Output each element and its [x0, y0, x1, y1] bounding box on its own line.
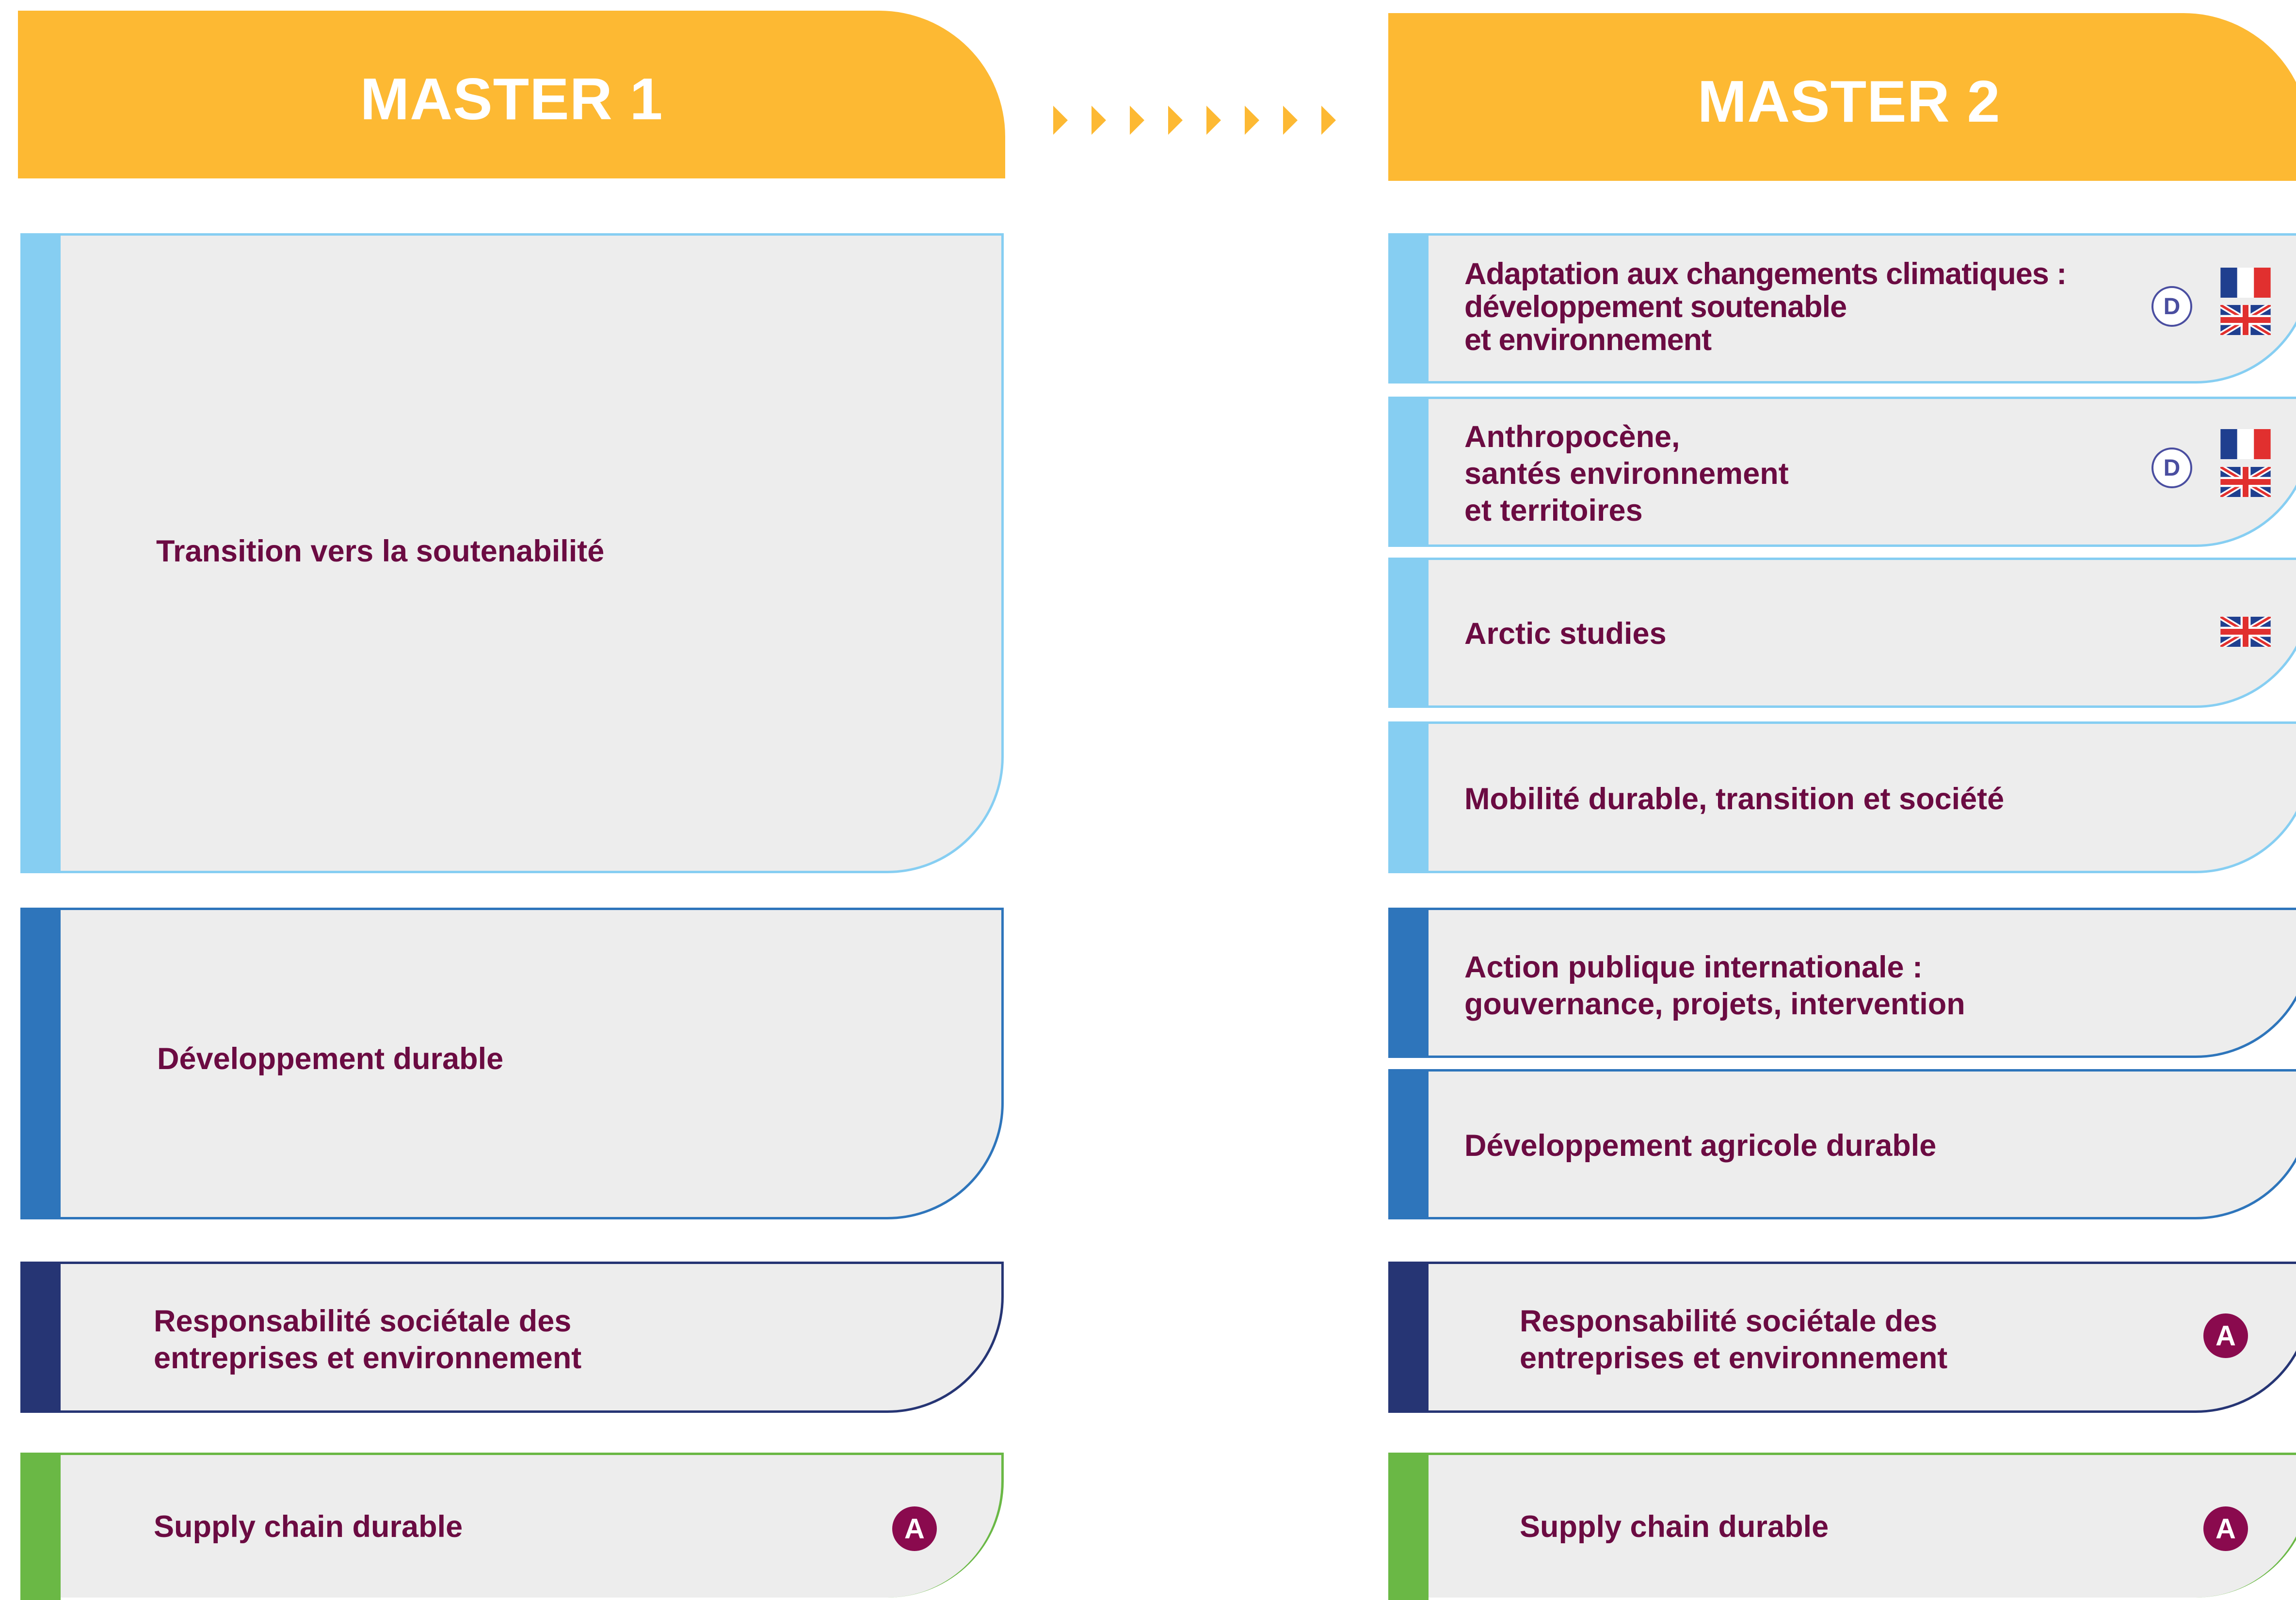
program-label: Adaptation aux changements climatiques :…	[1464, 257, 2067, 357]
master-2-card-arctic: Arctic studies	[1388, 558, 2296, 708]
chevron-right-icon	[1206, 106, 1221, 135]
badge-a: A	[2203, 1313, 2248, 1358]
chevron-right-icon	[1168, 106, 1183, 135]
uk-flag-icon	[2220, 305, 2271, 335]
category-stripe	[1388, 233, 1429, 384]
master-2-card-mobilite: Mobilité durable, transition et société	[1388, 721, 2296, 873]
category-stripe	[20, 1262, 61, 1413]
master-1-card-rse: Responsabilité sociétale des entreprises…	[20, 1262, 1004, 1413]
program-label: Action publique internationale : gouvern…	[1464, 950, 1965, 1021]
master-2-card-supply-chain: Supply chain durable A	[1388, 1453, 2296, 1600]
program-label: Développement agricole durable	[1464, 1129, 1937, 1163]
uk-flag-icon	[2220, 467, 2271, 497]
master-1-card-developpement: Développement durable	[20, 908, 1004, 1219]
badge-a: A	[892, 1506, 937, 1551]
chevron-right-icon	[1092, 106, 1106, 135]
master-2-card-agricole: Développement agricole durable	[1388, 1069, 2296, 1219]
category-stripe	[20, 908, 61, 1219]
category-stripe	[1388, 1453, 1429, 1600]
badge-d: D	[2151, 448, 2192, 488]
chevron-right-icon	[1245, 106, 1259, 135]
master-1-header: MASTER 1	[18, 11, 1005, 178]
program-label: Anthropocène, santés environnement et te…	[1464, 420, 1789, 528]
master-2-title: MASTER 2	[1697, 68, 2001, 134]
program-label: Mobilité durable, transition et société	[1464, 782, 2005, 816]
program-label: Transition vers la soutenabilité	[156, 534, 605, 568]
chevron-right-icon	[1053, 106, 1068, 135]
category-stripe	[1388, 908, 1429, 1058]
chevron-right-icon	[1283, 106, 1298, 135]
master-2-card-action-publique: Action publique internationale : gouvern…	[1388, 908, 2296, 1058]
france-flag-icon	[2220, 268, 2271, 298]
category-stripe	[1388, 558, 1429, 708]
master-1-card-transition: Transition vers la soutenabilité	[20, 233, 1004, 873]
program-label: Développement durable	[157, 1042, 504, 1076]
program-label: Arctic studies	[1464, 617, 1667, 651]
master-2-card-adaptation: Adaptation aux changements climatiques :…	[1388, 233, 2296, 384]
category-stripe	[20, 1453, 61, 1600]
category-stripe	[1388, 721, 1429, 873]
category-stripe	[1388, 1262, 1429, 1413]
category-stripe	[20, 233, 61, 873]
master-2-header: MASTER 2	[1388, 13, 2296, 181]
badge-d: D	[2151, 286, 2192, 327]
program-label: Responsabilité sociétale des entreprises…	[1520, 1304, 1948, 1375]
master-1-card-supply-chain: Supply chain durable A	[20, 1453, 1004, 1600]
master-1-title: MASTER 1	[360, 66, 663, 132]
uk-flag-icon	[2220, 617, 2271, 647]
badge-a: A	[2203, 1506, 2248, 1551]
chevron-right-icon	[1321, 106, 1336, 135]
france-flag-icon	[2220, 429, 2271, 459]
master-2-card-rse: Responsabilité sociétale des entreprises…	[1388, 1262, 2296, 1413]
category-stripe	[1388, 1069, 1429, 1219]
chevron-right-icon	[1130, 106, 1144, 135]
program-label: Supply chain durable	[1520, 1510, 1829, 1544]
master-2-card-anthropocene: Anthropocène, santés environnement et te…	[1388, 397, 2296, 547]
category-stripe	[1388, 397, 1429, 547]
program-label: Responsabilité sociétale des entreprises…	[154, 1304, 582, 1375]
chevron-arrows-icon	[1053, 106, 1336, 135]
program-label: Supply chain durable	[154, 1510, 463, 1544]
